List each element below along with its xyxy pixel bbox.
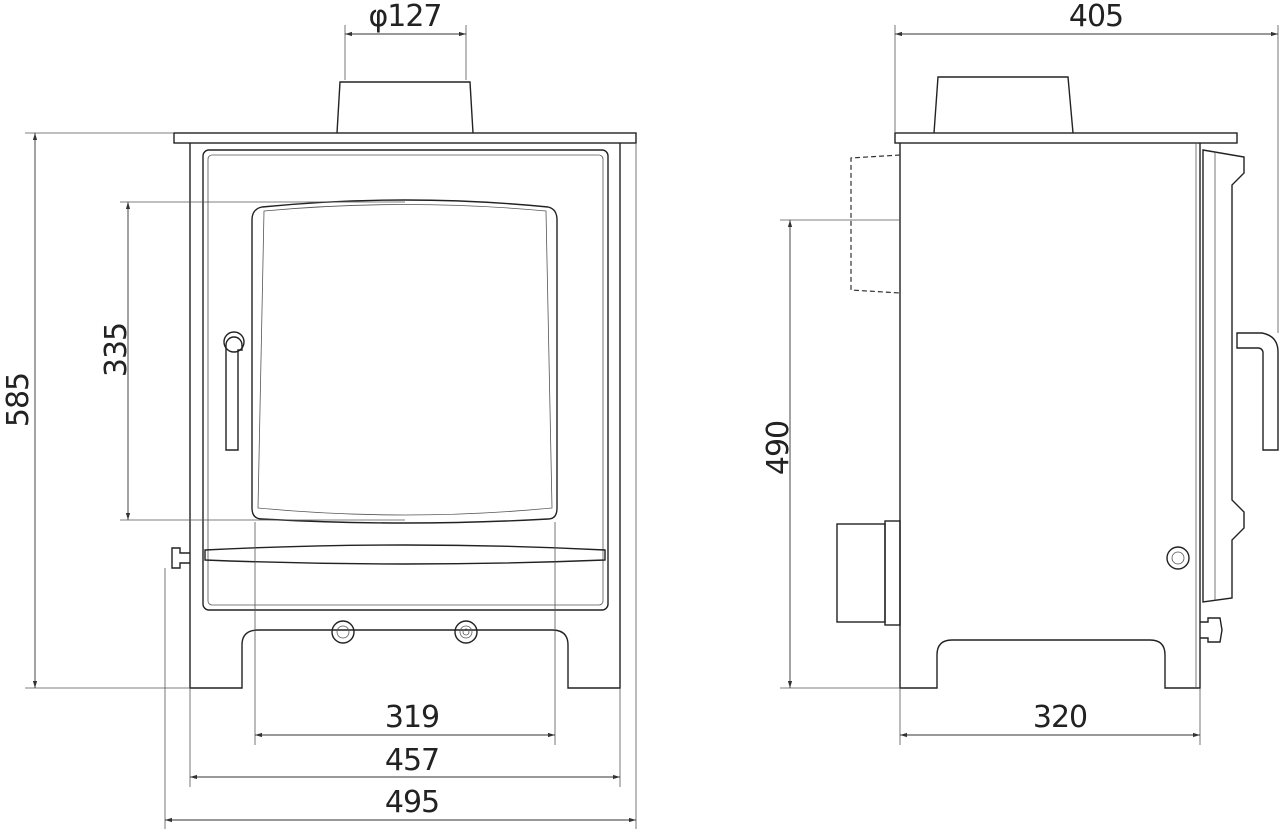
front-door-frame [202,149,609,611]
dim-overall-depth: 405 [1069,0,1123,34]
rear-outlet-collar [884,520,901,626]
front-air-control-right-icon [454,620,478,644]
dim-flue-outlet-height: 490 [761,421,796,475]
side-flue-collar [933,76,1074,134]
front-body-outline [189,143,621,689]
side-riddler-knob-icon-2 [1200,617,1223,643]
side-door-handle-icon [1236,332,1279,451]
side-dimensions: 405 490 320 [761,0,1279,745]
front-top-plate [173,132,637,144]
side-knob-icon [1166,546,1190,570]
front-flue-collar [336,81,474,134]
front-glass-panel [251,199,558,524]
side-door-profile [1202,149,1245,603]
dim-glass-width: 319 [385,700,439,735]
door-handle-knob-icon [223,331,245,353]
front-air-control-left-icon [331,620,355,644]
dim-glass-height: 335 [99,323,134,377]
side-top-plate [894,132,1238,144]
front-dimensions: φ127 585 335 319 457 495 [1,0,637,829]
side-view [836,76,1279,689]
front-air-wash-bar [204,544,606,565]
front-view [171,81,637,689]
dim-overall-width: 495 [385,785,439,820]
dim-overall-height: 585 [1,373,36,427]
dim-body-width: 457 [385,743,439,778]
dim-flue-diameter: φ127 [368,0,441,34]
side-riddler-knob-icon [171,547,190,569]
rear-flue-outlet-dashed [850,154,901,294]
door-handle-icon [225,336,243,451]
front-glass-inner [257,204,553,516]
rear-outlet-box [836,523,886,623]
front-door-inner [207,154,604,606]
dim-body-depth: 320 [1033,700,1087,735]
side-body-outline [899,143,1201,689]
